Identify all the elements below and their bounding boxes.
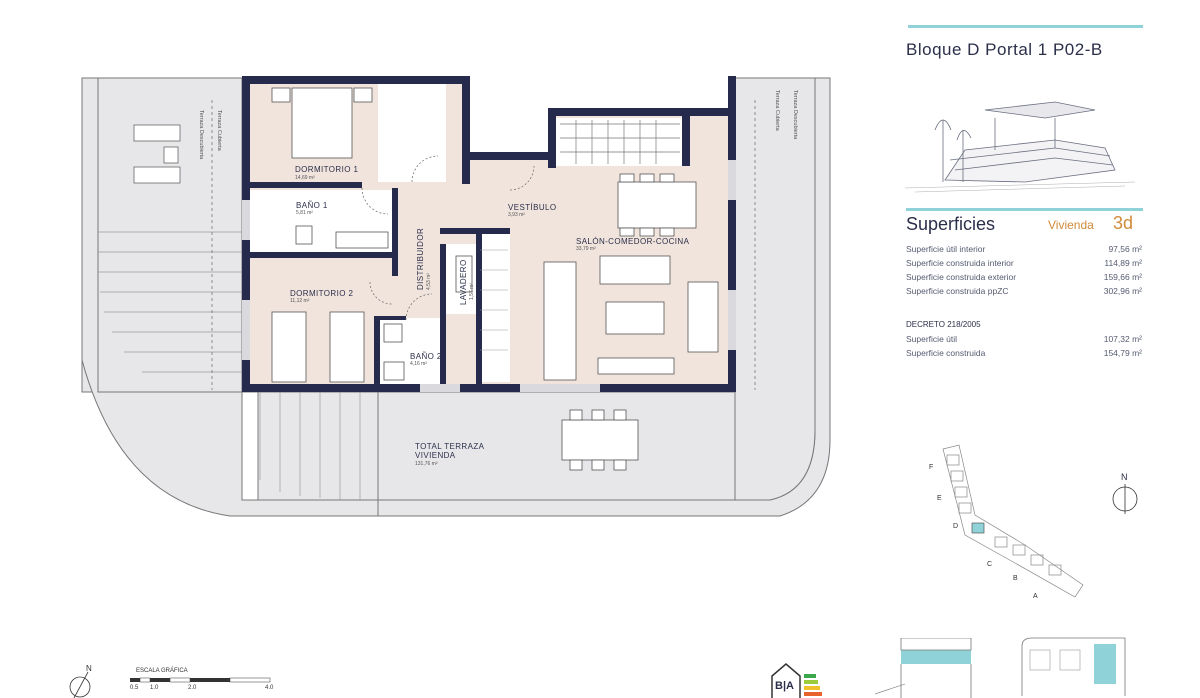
room-area-lavadero: 1,57 m² <box>469 283 475 300</box>
room-label-terraza-total: TOTAL TERRAZA <box>415 442 485 451</box>
keyplan-label-d: D <box>953 523 958 530</box>
floor-location-thumbnail <box>1021 637 1126 696</box>
key-plan-map: F E D C B A <box>929 444 1084 600</box>
building-section-thumbnail <box>870 640 900 698</box>
header-rule <box>908 25 1143 28</box>
energy-logo-text: B|A <box>775 680 794 692</box>
room-label-dormitorio-1: DORMITORIO 1 <box>295 165 359 174</box>
room-area-vestibulo: 3,93 m² <box>508 212 525 218</box>
terrace-label-right-a: Terraza Cubierta <box>774 90 780 131</box>
keyplan-label-a: A <box>1033 593 1038 600</box>
keyplan-north-label: N <box>1121 472 1128 482</box>
energy-label-logo <box>771 663 822 698</box>
room-area-bano-2: 4,16 m² <box>410 361 427 367</box>
room-area-dormitorio-1: 14,69 m² <box>295 175 315 181</box>
room-area-dormitorio-2: 11,12 m² <box>290 298 310 304</box>
keyplan-label-c: C <box>987 561 992 568</box>
keyplan-label-f: F <box>929 464 933 471</box>
terrace-label-left-b: Terraza Cubierta <box>216 110 222 151</box>
room-area-terraza: 131,76 m² <box>415 461 438 467</box>
room-label-terraza-vivienda: VIVIENDA <box>415 451 456 460</box>
room-label-lavadero: LAVADERO <box>459 259 468 305</box>
decreto-title: DECRETO 218/2005 <box>906 320 981 329</box>
keyplan-label-b: B <box>1013 575 1018 582</box>
room-area-bano-1: 5,81 m² <box>296 210 313 216</box>
scale-tick: 2.0 <box>188 685 197 691</box>
scale-bar <box>130 677 271 683</box>
superficies-heading: Superficies <box>906 214 996 234</box>
scale-tick: 1.0 <box>150 685 159 691</box>
room-area-distribuidor: 4,53 m² <box>426 273 432 290</box>
room-label-bano-1: BAÑO 1 <box>296 201 328 210</box>
north-arrow-icon <box>69 671 91 698</box>
terrace-curved <box>81 77 379 517</box>
terrace-label-left-a: Terraza Descubierta <box>198 110 204 160</box>
room-label-salon-comedor-cocina: SALÓN-COMEDOR-COCINA <box>576 237 690 246</box>
vivienda-number: 3d <box>1113 213 1134 233</box>
floor-plan <box>69 76 900 698</box>
terrace-label-right-b: Terraza Descubierta <box>792 90 798 140</box>
building-elevation-thumbnail <box>875 638 972 698</box>
room-label-dormitorio-2: DORMITORIO 2 <box>290 289 354 298</box>
scale-title: ESCALA GRÁFICA <box>136 668 188 674</box>
room-label-bano-2: BAÑO 2 <box>410 352 442 361</box>
north-compass-icon <box>1112 484 1138 514</box>
superficies-rule <box>906 208 1143 211</box>
building-render-illustration <box>905 101 1136 193</box>
keyplan-label-e: E <box>937 495 942 502</box>
room-label-vestibulo: VESTÍBULO <box>508 203 557 212</box>
room-label-distribuidor: DISTRIBUIDOR <box>416 227 425 290</box>
page-title: Bloque D Portal 1 P02-B <box>906 40 1103 59</box>
vivienda-label: Vivienda <box>1048 218 1094 232</box>
scale-north-label: N <box>86 664 92 673</box>
highlighted-unit <box>971 522 985 534</box>
scale-tick: 4.0 <box>265 685 274 691</box>
room-area-salon-comedor-cocina: 33,79 m² <box>576 246 596 252</box>
scale-tick: 0.5 <box>130 685 139 691</box>
